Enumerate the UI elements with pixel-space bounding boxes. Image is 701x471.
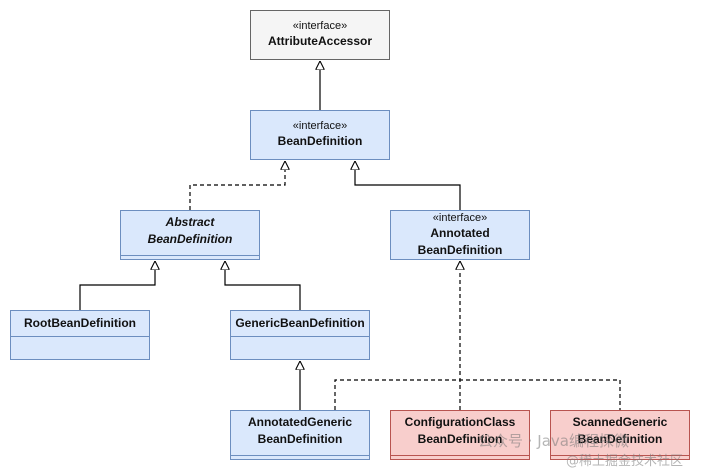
root-bean-definition-node: RootBeanDefinition [10, 310, 150, 360]
class-name-line2: BeanDefinition [257, 432, 343, 446]
watermark-line1: 公众号 · Java编程探微 [478, 432, 629, 450]
edge-root-extends-abstract [79, 261, 155, 310]
class-name: RootBeanDefinition [24, 316, 136, 330]
class-name: AttributeAccessor [267, 34, 373, 48]
compartment-divider [11, 336, 149, 337]
class-name-line1: Abstract [165, 215, 215, 229]
node-header: ConfigurationClass BeanDefinition [391, 411, 529, 451]
compartment-divider [391, 455, 529, 456]
configuration-class-bean-definition-node: ConfigurationClass BeanDefinition [390, 410, 530, 460]
annotated-generic-bean-definition-node: AnnotatedGeneric BeanDefinition [230, 410, 370, 460]
compartment-divider [121, 255, 259, 256]
class-name-line1: Annotated [430, 225, 490, 240]
class-name-line1: AnnotatedGeneric [247, 415, 352, 429]
class-name-line1: ConfigurationClass [404, 415, 516, 429]
class-name: GenericBeanDefinition [235, 316, 365, 330]
node-header: ScannedGeneric BeanDefinition [551, 411, 689, 451]
node-header: GenericBeanDefinition [231, 311, 369, 336]
class-name-line2: BeanDefinition [417, 242, 503, 257]
edge-annotated-extends-beandefinition [355, 161, 461, 210]
generic-bean-definition-node: GenericBeanDefinition [230, 310, 370, 360]
node-header: RootBeanDefinition [11, 311, 149, 336]
compartment-divider [231, 336, 369, 337]
compartment-divider [231, 455, 369, 456]
node-header: Abstract BeanDefinition [121, 211, 259, 251]
edge-implements-annotated-bus [334, 379, 621, 410]
stereotype-label: «interface» [292, 20, 348, 32]
watermark-line2: @稀土掘金技术社区 [566, 454, 684, 469]
node-header: «interface» BeanDefinition [251, 111, 389, 159]
class-name-line2: BeanDefinition [577, 432, 663, 446]
edge-abstract-implements-beandefinition [189, 161, 285, 210]
node-header: «interface» Annotated BeanDefinition [391, 211, 529, 259]
stereotype-label: «interface» [292, 120, 348, 132]
compartment-divider [551, 455, 689, 456]
class-name-line1: ScannedGeneric [572, 415, 668, 429]
scanned-generic-bean-definition-node: ScannedGeneric BeanDefinition [550, 410, 690, 460]
attribute-accessor-node: «interface» AttributeAccessor [250, 10, 390, 60]
abstract-bean-definition-node: Abstract BeanDefinition [120, 210, 260, 260]
node-header: AnnotatedGeneric BeanDefinition [231, 411, 369, 451]
class-name: BeanDefinition [277, 134, 363, 148]
bean-definition-node: «interface» BeanDefinition [250, 110, 390, 160]
class-name-line2: BeanDefinition [147, 232, 233, 246]
node-header: «interface» AttributeAccessor [251, 11, 389, 59]
annotated-bean-definition-node: «interface» Annotated BeanDefinition [390, 210, 530, 260]
stereotype-label: «interface» [432, 211, 488, 224]
class-name-line2: BeanDefinition [417, 432, 503, 446]
edge-generic-extends-abstract [225, 261, 301, 310]
